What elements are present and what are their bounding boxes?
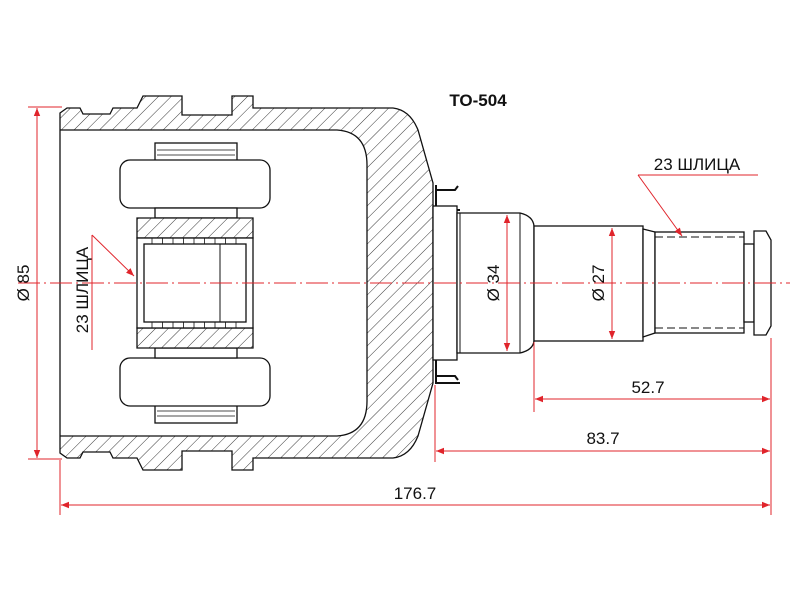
length-52-7-label: 52.7 bbox=[631, 378, 664, 397]
outer-spline-label: 23 ШЛИЦА bbox=[654, 155, 741, 174]
inner-spline-leader bbox=[91, 234, 135, 277]
roller-top bbox=[119, 159, 271, 209]
dim-outer-diameter bbox=[28, 106, 62, 460]
shaft-34-label: Ø 34 bbox=[484, 265, 503, 302]
trunnion-top bbox=[154, 142, 238, 162]
length-83-7-label: 83.7 bbox=[586, 429, 619, 448]
outer-diameter-label: Ø 85 bbox=[14, 265, 33, 302]
trunnion-bottom bbox=[154, 404, 238, 424]
part-number-title: TO-504 bbox=[449, 91, 507, 110]
outer-housing bbox=[59, 95, 434, 471]
outer-spline-leader bbox=[637, 174, 683, 237]
roller-bottom bbox=[119, 357, 271, 407]
length-176-7-label: 176.7 bbox=[394, 484, 437, 503]
shaft-27-label: Ø 27 bbox=[589, 265, 608, 302]
inner-spline-label: 23 ШЛИЦА bbox=[73, 246, 92, 333]
